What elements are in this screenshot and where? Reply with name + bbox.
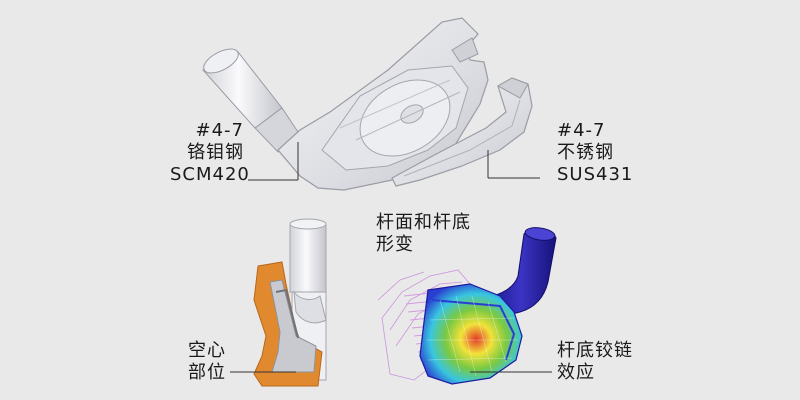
fea-head <box>419 283 523 385</box>
label-scm420-line3: SCM420 <box>170 164 250 185</box>
label-scm420: #4-7 铬钼钢 SCM420 <box>170 120 250 186</box>
label-scm420-line2: 铬钼钢 <box>187 142 244 163</box>
label-sus431: #4-7 不锈钢 SUS431 <box>557 120 633 186</box>
label-sus431-line2: 不锈钢 <box>557 142 614 163</box>
label-deform: 杆面和杆底 形变 <box>376 212 471 256</box>
label-hinge-line2: 效应 <box>557 362 595 383</box>
label-hollow-line2: 部位 <box>188 362 226 383</box>
label-deform-line2: 形变 <box>376 234 414 255</box>
label-hinge: 杆底铰链 效应 <box>557 340 633 384</box>
label-hollow: 空心 部位 <box>176 340 226 384</box>
label-sus431-line3: SUS431 <box>557 164 634 185</box>
label-sus431-line1: #4-7 <box>557 120 606 141</box>
fea-deformation-view <box>377 227 557 385</box>
label-scm420-line1: #4-7 <box>195 120 244 141</box>
exploded-club-head <box>202 17 533 191</box>
label-deform-line1: 杆面和杆底 <box>376 212 471 233</box>
leader-sus431 <box>487 150 540 179</box>
cross-section-head <box>253 218 327 387</box>
label-hinge-line1: 杆底铰链 <box>557 340 633 361</box>
leader-scm420 <box>248 142 299 181</box>
label-hollow-line1: 空心 <box>188 340 226 361</box>
